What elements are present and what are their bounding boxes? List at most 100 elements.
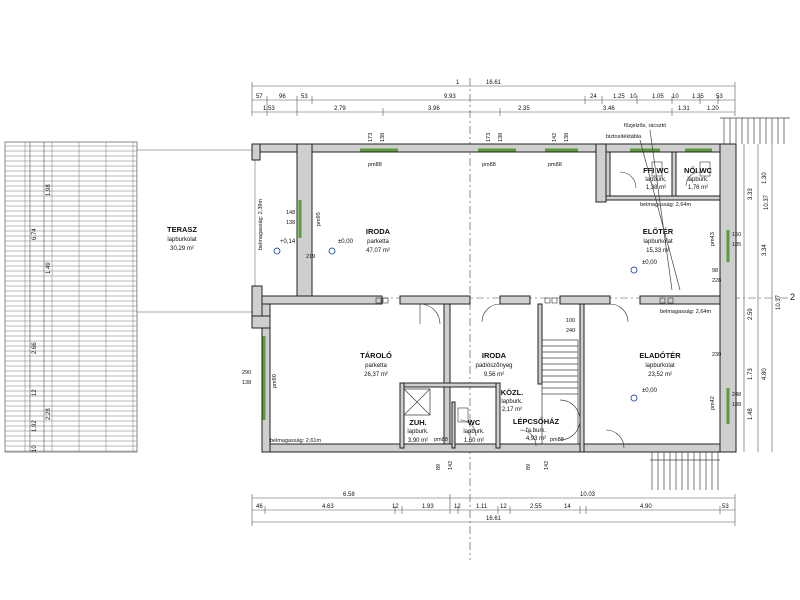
dim: 4.80 <box>762 368 768 380</box>
dim: 96 <box>279 94 286 100</box>
entrance-steps <box>650 117 790 490</box>
dim: 53 <box>716 94 723 100</box>
opening-dim: 138 <box>564 133 570 142</box>
level-value: ±0,00 <box>642 388 658 394</box>
opening-dim: 173 <box>486 133 492 142</box>
room-iroda-1: IRODA parketta 47,07 m² <box>366 227 391 254</box>
fixtures <box>273 161 711 423</box>
dim: 10.37 <box>776 294 782 310</box>
room-noi-wc: NŐI WC lapburk. 1,76 m² <box>684 166 712 191</box>
dim-total-bottom: 16.61 <box>486 516 502 522</box>
room-area: 30,29 m² <box>170 246 194 252</box>
level-value: ±0,00 <box>338 239 354 245</box>
room-area: 1,38 m² <box>646 185 666 191</box>
room-name: IRODA <box>482 351 507 360</box>
windows <box>262 148 730 424</box>
room-terasz: TERASZ lapburkolat 30,29 m² <box>167 225 197 252</box>
dim: 1.11 <box>476 504 488 510</box>
room-wc: WC lapburk. 1,60 m² <box>463 418 485 444</box>
room-area: 9,56 m² <box>484 372 504 378</box>
annotation-note: biztosítéktábla <box>606 134 642 140</box>
left-dimensions: 6.74 1.98 1.49 2.66 2.28 1.92 12 10 <box>29 142 52 452</box>
axis-label-top: 1 <box>456 80 460 86</box>
dim: 1.98 <box>46 184 52 196</box>
opening-dim: pm88 <box>482 162 496 168</box>
room-floor: lapburkolat <box>167 237 197 243</box>
room-floor: lapburk. <box>407 429 429 435</box>
room-zuh: ZUH. lapburk. 3,90 m² <box>407 418 429 444</box>
opening-dim: 228 <box>712 278 721 284</box>
room-name: IRODA <box>366 227 391 236</box>
notes: belmagasság: 2,39m belmagasság: 2,64m be… <box>258 123 711 444</box>
opening-dim: 142 <box>448 461 454 470</box>
dim: 10 <box>672 94 679 100</box>
opening-dim: 188 <box>732 402 741 408</box>
room-name: LÉPCSŐHÁZ <box>513 417 560 426</box>
opening-dim: 142 <box>544 461 550 470</box>
dim: 6.74 <box>32 228 38 240</box>
dim: 2.79 <box>334 106 346 112</box>
opening-dim: pm88 <box>434 437 448 443</box>
staircase <box>541 339 581 445</box>
opening-dim: 138 <box>242 380 251 386</box>
opening-dim: 148 <box>286 210 295 216</box>
dim: 1.53 <box>263 106 275 112</box>
opening-dim: 185 <box>732 242 741 248</box>
opening-labels: 173 138 173 138 142 138 pm88 pm88 pm88 1… <box>242 133 741 470</box>
room-name: FFI WC <box>643 166 669 175</box>
opening-dim: pm90 <box>272 374 278 388</box>
ceiling-height-note: belmagasság: 2,64m <box>640 202 691 208</box>
room-name: TÁROLÓ <box>360 351 392 360</box>
room-area: 4,93 m² <box>526 436 546 442</box>
ceiling-height-note: belmagasság: 2,39m <box>258 199 264 250</box>
dim: 3.34 <box>762 244 768 256</box>
dim: 1.35 <box>692 94 704 100</box>
walls <box>251 143 737 453</box>
dim: 2.59 <box>748 308 754 320</box>
room-name: NŐI WC <box>684 166 712 175</box>
dim: 1.05 <box>652 94 664 100</box>
opening-dim: 89 <box>526 464 532 470</box>
room-floor: fa.burk. <box>526 428 546 434</box>
room-area: 3,90 m² <box>408 438 428 444</box>
dim: 12 <box>454 504 461 510</box>
dim: 1.48 <box>748 408 754 420</box>
dim: 4.90 <box>640 504 652 510</box>
room-ffi-wc: FFI WC lapburk. 1,38 m² <box>643 166 669 191</box>
dim: 1.92 <box>32 420 38 432</box>
room-name: KÖZL. <box>501 388 524 397</box>
level-markers: +0,14 ±0,00 ±0,00 ±0,00 <box>280 239 658 394</box>
bottom-dimensions: 6.58 10.03 46 4.63 12 1.93 12 1.11 12 2.… <box>251 492 736 526</box>
dim: 24 <box>590 94 597 100</box>
doors <box>419 171 701 449</box>
room-floor: parketta <box>365 363 387 369</box>
opening-dim: 150 <box>732 232 741 238</box>
dim: 1.25 <box>613 94 625 100</box>
room-floor: lapburkolat <box>645 363 675 369</box>
dim: 3.46 <box>603 106 615 112</box>
room-name: ELADÓTÉR <box>639 351 681 360</box>
dim: 6.58 <box>343 492 355 498</box>
dim: 57 <box>256 94 263 100</box>
dim: 2.28 <box>46 408 52 420</box>
opening-dim: 138 <box>498 133 504 142</box>
opening-dim: 290 <box>242 370 251 376</box>
room-area: 2,17 m² <box>502 407 522 413</box>
opening-dim: 138 <box>380 133 386 142</box>
dim: 1.73 <box>748 368 754 380</box>
right-dimensions: 1.30 3.33 3.34 2.59 4.80 1.73 1.48 10.37… <box>743 144 782 452</box>
opening-dim: 138 <box>286 220 295 226</box>
level-value: +0,14 <box>280 239 296 245</box>
room-floor: lapburkolat <box>643 239 673 245</box>
dim: 53 <box>722 504 729 510</box>
dim: 10.37 <box>764 194 770 210</box>
room-floor: parketta <box>367 239 389 245</box>
room-name: ELŐTÉR <box>643 227 674 236</box>
opening-dim: pm88 <box>368 162 382 168</box>
room-kozl: KÖZL. lapburk. 2,17 m² <box>501 388 524 413</box>
dim: 4.63 <box>322 504 334 510</box>
room-floor: lapburk. <box>501 399 523 405</box>
room-tarolo: TÁROLÓ parketta 26,37 m² <box>360 351 392 378</box>
dim: 10 <box>630 94 637 100</box>
room-eloter: ELŐTÉR lapburkolat 15,33 m² <box>643 227 674 254</box>
